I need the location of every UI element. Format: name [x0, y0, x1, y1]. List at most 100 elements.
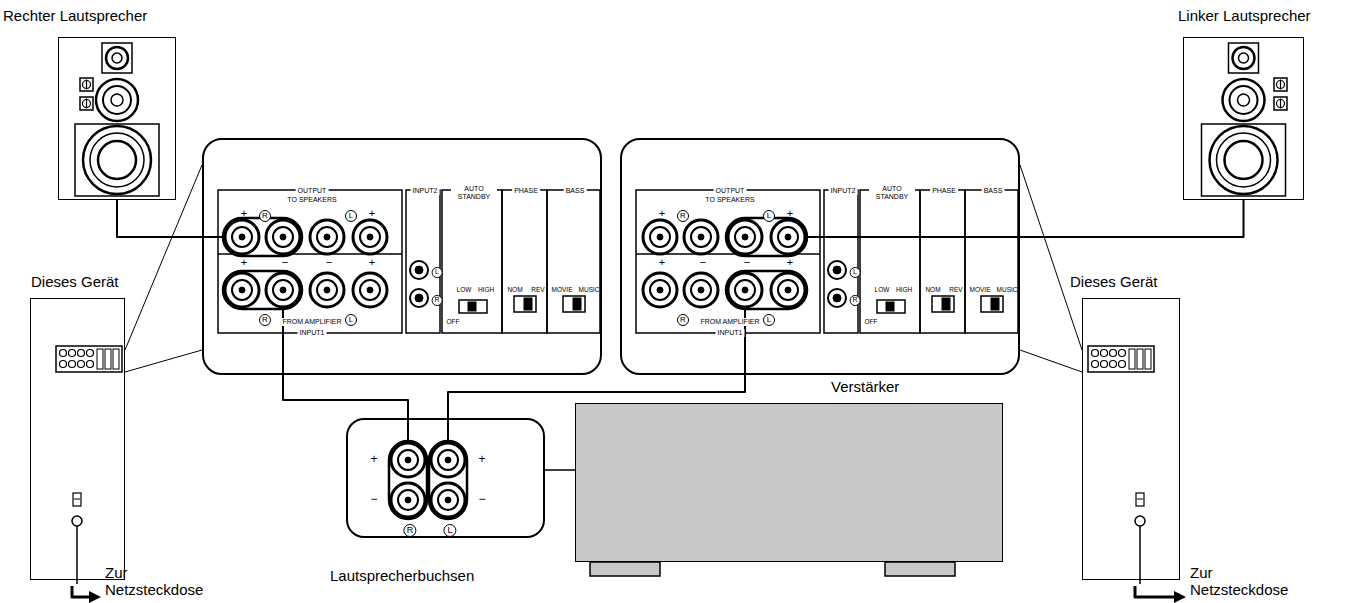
panel-label: − — [700, 256, 706, 268]
speaker-box: Linker Lautsprecher — [1183, 37, 1304, 200]
panel-label: INPUT1 — [298, 329, 327, 337]
panel-label: L — [763, 210, 775, 222]
part-label: Lautsprecherbuchsen — [330, 568, 474, 585]
mini-terminal — [60, 361, 67, 368]
panel-label: FROM AMPLIFIER — [698, 318, 761, 326]
panel-label: + — [369, 207, 375, 219]
panel-label: NOM — [507, 286, 522, 293]
binding-post-pin — [698, 234, 704, 240]
power-cord — [1139, 526, 1141, 584]
terminal-link — [726, 218, 807, 256]
terminal-link — [726, 271, 807, 309]
binding-post — [310, 220, 344, 254]
binding-post-ring — [778, 280, 798, 300]
tweeter-frame — [1229, 43, 1259, 73]
mini-switch-block — [1129, 349, 1135, 369]
panel-label: MOVIE — [970, 286, 991, 293]
binding-post — [225, 273, 259, 307]
section-frame — [920, 190, 965, 333]
panel-label: TO SPEAKERS — [705, 196, 754, 204]
panel-label: − — [478, 493, 485, 506]
binding-post-ring — [438, 450, 458, 470]
binding-post-ring — [735, 280, 755, 300]
direction-arrow — [1135, 586, 1180, 597]
panel-label: OUTPUT — [714, 187, 747, 195]
binding-post-pin — [405, 497, 411, 503]
part-label: Linker Lautsprecher — [1178, 8, 1311, 25]
panel-label: R — [677, 314, 689, 326]
woofer-frame — [1202, 124, 1286, 196]
panel-label: MOVIE — [552, 286, 573, 293]
binding-post-ring — [317, 280, 337, 300]
amplifier-box: Verstärker — [575, 403, 1003, 562]
control-mark — [1280, 80, 1281, 90]
panel-label: R — [432, 295, 443, 306]
direction-arrow — [72, 586, 95, 597]
power-switch — [1136, 493, 1144, 506]
woofer — [1210, 126, 1278, 194]
panel-label: + — [659, 207, 665, 219]
panel-label: − — [370, 493, 377, 506]
rca-jack — [410, 289, 428, 307]
woofer — [83, 126, 151, 194]
panel-label: L — [345, 314, 357, 326]
midrange-cone — [1230, 86, 1258, 114]
binding-post — [431, 483, 465, 517]
binding-post-pin — [280, 287, 286, 293]
binding-post — [728, 220, 762, 254]
panel-label: FROM AMPLIFIER — [280, 318, 343, 326]
binding-post — [391, 483, 425, 517]
part-label: Rechter Lautsprecher — [3, 8, 147, 25]
power-inlet — [1135, 516, 1145, 526]
mini-terminal — [78, 361, 85, 368]
tweeter-frame — [102, 43, 132, 73]
tweeter-dome — [112, 53, 122, 63]
switch-knob — [468, 302, 476, 311]
terminal-link — [223, 218, 302, 256]
control-knob — [83, 100, 91, 108]
mini-switch-block — [1137, 349, 1143, 369]
section-frame — [502, 190, 547, 333]
section-frame — [218, 190, 402, 333]
slide-switch — [514, 296, 536, 312]
binding-post — [225, 220, 259, 254]
section-frame — [636, 190, 820, 333]
binding-post-ring — [232, 227, 252, 247]
panel-label: HIGH — [478, 286, 494, 293]
binding-post-pin — [367, 234, 373, 240]
rca-jack-pin — [415, 266, 423, 274]
binding-post-pin — [657, 234, 663, 240]
binding-post-ring — [650, 227, 670, 247]
switch-knob — [942, 298, 950, 310]
tweeter — [1233, 47, 1255, 69]
power-cord — [76, 526, 78, 584]
control-knob — [1277, 81, 1285, 89]
midrange-cone — [103, 86, 131, 114]
panel-label: HIGH — [896, 286, 912, 293]
section-frame — [442, 190, 502, 333]
note-label: Zur Netzsteckdose — [1190, 564, 1288, 598]
section-frame — [860, 190, 920, 333]
control-square — [1274, 97, 1287, 110]
binding-post — [643, 273, 677, 307]
binding-post-pin — [324, 234, 330, 240]
mini-switch-block — [105, 349, 111, 369]
speaker-box: Rechter Lautsprecher — [58, 37, 176, 200]
slide-switch — [877, 300, 905, 313]
mini-terminal — [1101, 350, 1108, 357]
panel-label: + — [369, 256, 375, 268]
binding-post-pin — [239, 234, 245, 240]
binding-post-ring — [232, 280, 252, 300]
switch-knob — [886, 302, 894, 311]
binding-post-ring — [438, 490, 458, 510]
binding-post — [684, 273, 718, 307]
binding-post — [310, 273, 344, 307]
panel-label: TO SPEAKERS — [287, 196, 336, 204]
terminal-link — [429, 441, 467, 519]
panel-label: AUTO STANDBY — [451, 185, 497, 200]
note-label: Zur Netzsteckdose — [105, 564, 203, 598]
rear-panel-zoom: OUTPUTTO SPEAKERS+RL++−−+RLFROM AMPLIFIE… — [620, 138, 1020, 375]
midrange-cap — [1238, 94, 1250, 106]
binding-post-ring — [398, 490, 418, 510]
mini-switch-block — [97, 349, 103, 369]
